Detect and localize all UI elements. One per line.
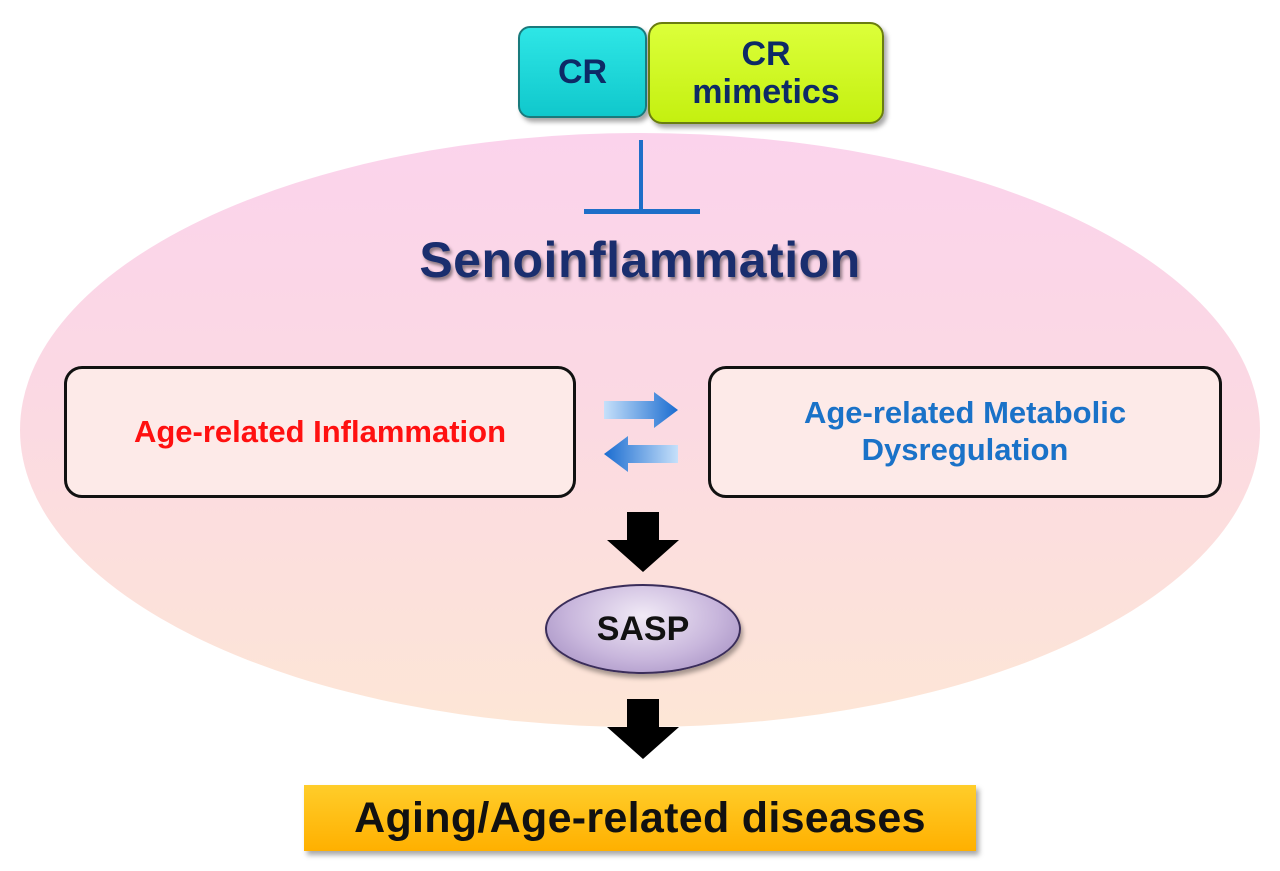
- metabolic-dysregulation-line2: Dysregulation: [861, 432, 1069, 467]
- cr-box: CR: [518, 26, 647, 118]
- age-related-inflammation-box: Age-related Inflammation: [64, 366, 576, 498]
- metabolic-dysregulation-line1: Age-related Metabolic: [803, 395, 1127, 431]
- aging-diseases-label: Aging/Age-related diseases: [354, 793, 926, 842]
- cr-label: CR: [557, 52, 608, 91]
- inhibition-line-bar: [584, 209, 700, 214]
- down-arrow-icon: [607, 512, 679, 572]
- cr-mimetics-box: CR mimetics: [648, 22, 884, 124]
- aging-diseases-box: Aging/Age-related diseases: [304, 785, 976, 851]
- cr-mimetics-line1: CR: [741, 34, 791, 73]
- down-arrow-icon: [607, 699, 679, 759]
- metabolic-dysregulation-box: Age-related Metabolic Dysregulation: [708, 366, 1222, 498]
- right-arrow-icon: [604, 392, 678, 428]
- cr-mimetics-line2: mimetics: [692, 73, 840, 111]
- bidirectional-arrows-icon: [604, 392, 678, 472]
- sasp-node: SASP: [545, 584, 741, 674]
- left-arrow-icon: [604, 436, 678, 472]
- age-related-inflammation-label: Age-related Inflammation: [133, 413, 507, 449]
- inhibition-line-stem: [639, 140, 643, 212]
- sasp-label: SASP: [596, 609, 690, 648]
- senoinflammation-title: Senoinflammation: [419, 232, 861, 288]
